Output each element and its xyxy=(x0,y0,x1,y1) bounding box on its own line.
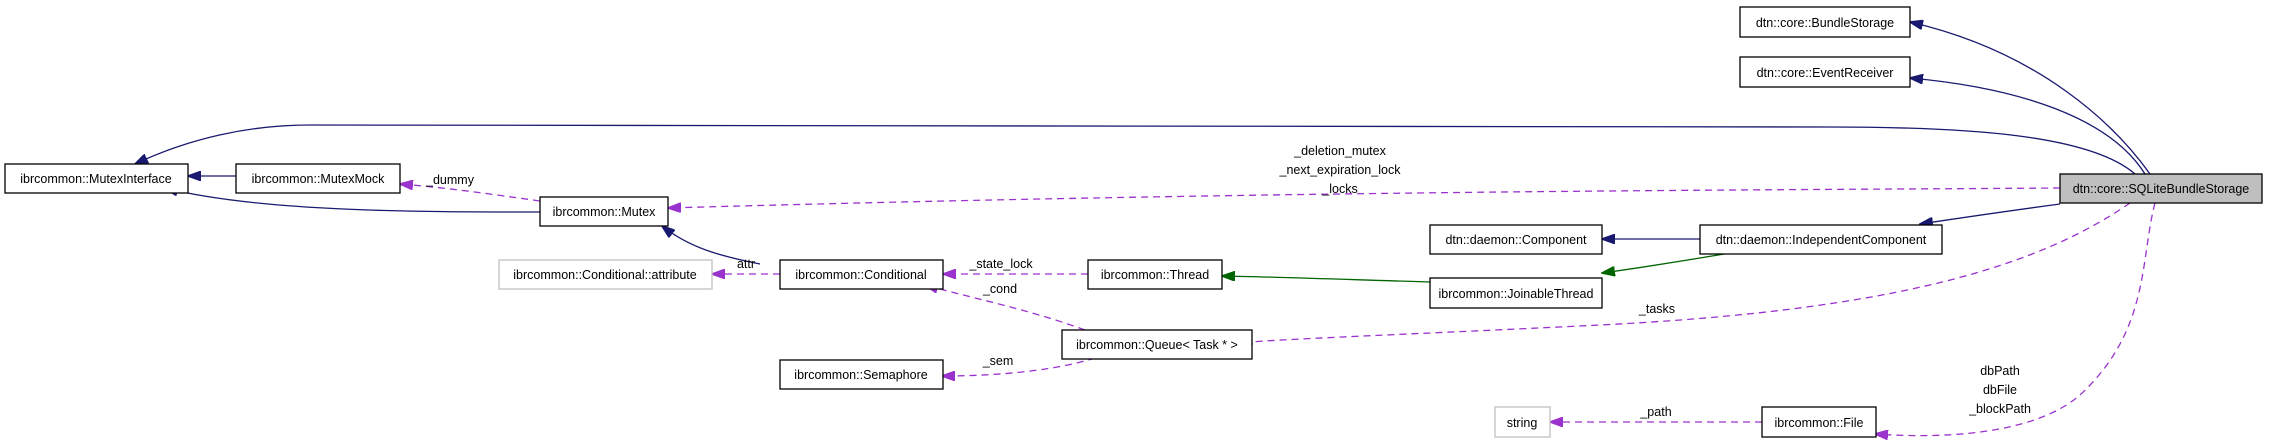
node-event-receiver[interactable]: dtn::core::EventReceiver xyxy=(1739,56,1911,88)
node-string-label: string xyxy=(1507,416,1538,430)
node-mutex[interactable]: ibrcommon::Mutex xyxy=(539,196,669,227)
edge-sqlite-to-mutexinterface xyxy=(135,124,2136,175)
node-component[interactable]: dtn::daemon::Component xyxy=(1429,224,1603,255)
label-db-path: dbPath xyxy=(1980,364,2020,378)
node-queue-label: ibrcommon::Queue< Task * > xyxy=(1076,338,1238,352)
node-conditional-label: ibrcommon::Conditional xyxy=(795,268,926,282)
node-event-receiver-label: dtn::core::EventReceiver xyxy=(1757,66,1894,80)
edge-sqlite-to-queue xyxy=(1244,202,2131,344)
node-mutex-mock-label: ibrcommon::MutexMock xyxy=(252,172,385,186)
node-sqlite-bundle-storage[interactable]: dtn::core::SQLiteBundleStorage xyxy=(2059,173,2263,204)
node-bundle-storage[interactable]: dtn::core::BundleStorage xyxy=(1739,6,1911,38)
node-file-label: ibrcommon::File xyxy=(1775,416,1864,430)
edge-joinablethread-to-thread xyxy=(1222,276,1431,283)
edge-sqlite-to-file xyxy=(1875,202,2156,436)
node-semaphore-label: ibrcommon::Semaphore xyxy=(794,368,927,382)
edge-sqlite-to-independentcomponent xyxy=(1920,203,2061,224)
node-conditional[interactable]: ibrcommon::Conditional xyxy=(779,259,944,290)
label-attr: attr xyxy=(737,257,755,271)
node-thread[interactable]: ibrcommon::Thread xyxy=(1087,259,1223,290)
node-queue[interactable]: ibrcommon::Queue< Task * > xyxy=(1061,329,1253,360)
edge-mutex-to-mutexinterface xyxy=(165,188,541,213)
edge-sqlite-to-bundlestorage xyxy=(1910,22,2151,175)
node-semaphore[interactable]: ibrcommon::Semaphore xyxy=(779,359,944,390)
node-thread-label: ibrcommon::Thread xyxy=(1101,268,1209,282)
label-deletion-mutex: _deletion_mutex xyxy=(1293,144,1386,158)
label-next-expiration-lock: _next_expiration_lock xyxy=(1279,163,1402,177)
edge-sqlite-to-mutex xyxy=(668,187,2061,208)
label-state-lock: _state_lock xyxy=(968,257,1033,271)
node-conditional-attribute[interactable]: ibrcommon::Conditional::attribute xyxy=(498,259,713,290)
edges xyxy=(135,22,2156,436)
edge-queue-to-semaphore xyxy=(942,357,1096,376)
edge-conditional-to-mutex xyxy=(662,226,761,265)
node-joinable-thread-label: ibrcommon::JoinableThread xyxy=(1439,287,1594,301)
edge-sqlite-to-eventreceiver xyxy=(1910,78,2146,175)
node-mutex-interface[interactable]: ibrcommon::MutexInterface xyxy=(4,163,189,194)
label-path: _path xyxy=(1639,405,1671,419)
node-file[interactable]: ibrcommon::File xyxy=(1761,406,1877,438)
edge-labels: _dummy _deletion_mutex _next_expiration_… xyxy=(425,144,2031,419)
label-db-file: dbFile xyxy=(1983,383,2017,397)
label-locks: _locks xyxy=(1321,182,1357,196)
node-conditional-attribute-label: ibrcommon::Conditional::attribute xyxy=(513,268,696,282)
node-independent-component[interactable]: dtn::daemon::IndependentComponent xyxy=(1699,224,1943,255)
nodes: dtn::core::BundleStorage dtn::core::Even… xyxy=(4,6,2263,438)
node-mutex-interface-label: ibrcommon::MutexInterface xyxy=(20,172,171,186)
label-cond: _cond xyxy=(982,282,1017,296)
edge-queue-to-conditional xyxy=(925,285,1086,331)
node-mutex-label: ibrcommon::Mutex xyxy=(553,205,657,219)
edge-mutex-to-mutexmock xyxy=(400,184,541,202)
node-independent-component-label: dtn::daemon::IndependentComponent xyxy=(1716,233,1927,247)
label-tasks: _tasks xyxy=(1638,302,1675,316)
node-joinable-thread[interactable]: ibrcommon::JoinableThread xyxy=(1429,277,1603,309)
label-dummy: _dummy xyxy=(425,173,475,187)
node-mutex-mock[interactable]: ibrcommon::MutexMock xyxy=(235,163,401,194)
node-string[interactable]: string xyxy=(1494,406,1551,438)
label-sem: _sem xyxy=(982,354,1014,368)
node-bundle-storage-label: dtn::core::BundleStorage xyxy=(1756,16,1894,30)
node-component-label: dtn::daemon::Component xyxy=(1445,233,1587,247)
node-sqlite-bundle-storage-label: dtn::core::SQLiteBundleStorage xyxy=(2073,182,2250,196)
label-block-path: _blockPath xyxy=(1968,402,2031,416)
